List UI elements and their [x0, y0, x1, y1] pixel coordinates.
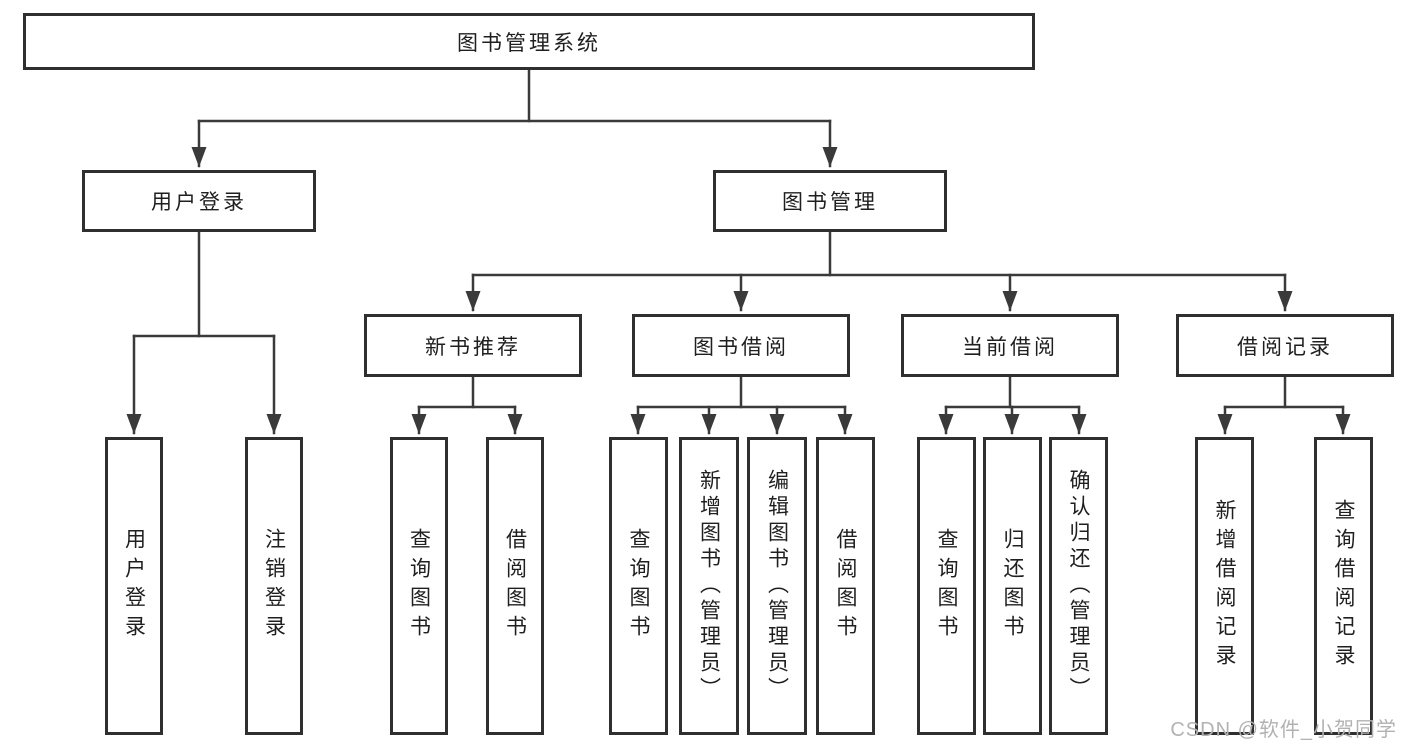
connector-new-book — [411, 375, 523, 435]
leaf-borrow-book-1: 借阅图书 — [486, 437, 544, 735]
leaf-user-login: 用户登录 — [105, 437, 163, 735]
leaf-query-book-1-label: 查询图书 — [407, 528, 431, 644]
leaf-borrow-book-1-label: 借阅图书 — [503, 528, 527, 644]
node-new-book-recommend: 新书推荐 — [364, 314, 582, 377]
connector-user-login — [126, 230, 282, 435]
connector-current-borrow — [938, 375, 1087, 435]
leaf-add-borrow-record: 新增借阅记录 — [1195, 437, 1254, 735]
node-root: 图书管理系统 — [23, 13, 1035, 70]
leaf-query-book-2: 查询图书 — [609, 437, 668, 735]
leaf-borrow-book-2-label: 借阅图书 — [834, 528, 857, 644]
leaf-logout-label: 注销登录 — [262, 528, 286, 644]
node-book-manage-label: 图书管理 — [782, 191, 878, 214]
node-user-login: 用户登录 — [82, 170, 316, 232]
node-borrow-record: 借阅记录 — [1176, 314, 1394, 377]
leaf-query-book-3: 查询图书 — [917, 437, 976, 735]
connector-book-borrow — [630, 375, 853, 435]
leaf-confirm-return-admin-label: 确认归还（管理员） — [1067, 469, 1090, 703]
node-book-borrow: 图书借阅 — [632, 314, 850, 377]
leaf-add-borrow-record-label: 新增借阅记录 — [1213, 499, 1236, 673]
leaf-query-book-2-label: 查询图书 — [627, 528, 650, 644]
leaf-query-borrow-record-label: 查询借阅记录 — [1332, 499, 1355, 673]
csdn-watermark: CSDN @软件_小贺同学 — [1170, 719, 1397, 741]
leaf-confirm-return-admin: 确认归还（管理员） — [1049, 437, 1108, 735]
leaf-user-login-label: 用户登录 — [122, 528, 146, 644]
connector-borrow-record — [1217, 375, 1351, 435]
leaf-edit-book-admin-label: 编辑图书（管理员） — [765, 469, 789, 703]
node-book-manage: 图书管理 — [713, 170, 947, 232]
connector-book-manage — [465, 230, 1293, 312]
leaf-query-book-1: 查询图书 — [390, 437, 448, 735]
leaf-logout: 注销登录 — [245, 437, 303, 735]
leaf-query-borrow-record: 查询借阅记录 — [1314, 437, 1373, 735]
leaf-return-book-label: 归还图书 — [1001, 528, 1024, 644]
node-new-book-recommend-label: 新书推荐 — [425, 335, 521, 359]
node-current-borrow: 当前借阅 — [901, 314, 1119, 377]
node-current-borrow-label: 当前借阅 — [962, 335, 1058, 359]
node-user-login-label: 用户登录 — [151, 191, 247, 214]
leaf-add-book-admin-label: 新增图书（管理员） — [697, 469, 721, 703]
leaf-borrow-book-2: 借阅图书 — [816, 437, 875, 735]
leaf-edit-book-admin: 编辑图书（管理员） — [747, 437, 807, 735]
leaf-return-book: 归还图书 — [983, 437, 1042, 735]
node-borrow-record-label: 借阅记录 — [1237, 335, 1333, 359]
connector-root — [191, 68, 838, 168]
node-root-label: 图书管理系统 — [457, 31, 601, 55]
node-book-borrow-label: 图书借阅 — [693, 335, 789, 359]
leaf-query-book-3-label: 查询图书 — [935, 528, 958, 644]
leaf-add-book-admin: 新增图书（管理员） — [679, 437, 739, 735]
